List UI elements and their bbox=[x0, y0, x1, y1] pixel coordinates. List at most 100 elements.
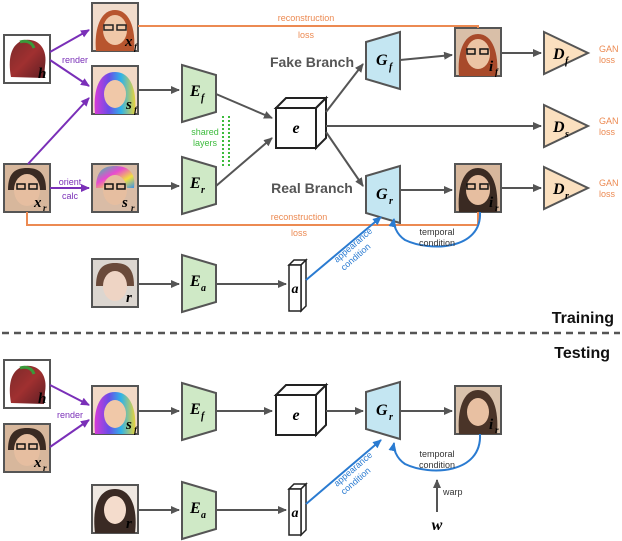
test-appearance-vector-a: a bbox=[287, 482, 308, 537]
svg-text:s: s bbox=[121, 195, 128, 211]
test-image-hair-render: h bbox=[3, 359, 51, 409]
svg-text:e: e bbox=[292, 407, 299, 424]
svg-text:loss: loss bbox=[599, 127, 616, 137]
svg-text:r: r bbox=[43, 463, 47, 473]
svg-text:D: D bbox=[552, 46, 565, 63]
svg-text:G: G bbox=[376, 402, 388, 419]
loss-label-bottom: loss bbox=[291, 228, 308, 238]
svg-text:i: i bbox=[489, 59, 494, 75]
encoder-appearance: E a bbox=[181, 253, 217, 314]
svg-text:s: s bbox=[564, 129, 569, 140]
svg-text:D: D bbox=[552, 119, 565, 136]
svg-text:a: a bbox=[201, 283, 206, 294]
discriminator-shared: D s bbox=[543, 103, 591, 149]
svg-text:f: f bbox=[201, 93, 206, 104]
test-appearance-condition-arrow bbox=[305, 439, 382, 505]
test-encoder-appearance: E a bbox=[181, 480, 217, 541]
svg-text:f: f bbox=[565, 56, 570, 67]
test-generator-real: G r bbox=[365, 380, 401, 441]
svg-text:s: s bbox=[125, 417, 132, 433]
test-temporal-condition-arrow bbox=[388, 433, 482, 472]
svg-text:r: r bbox=[389, 196, 393, 207]
latent-cube-e: e bbox=[273, 95, 329, 151]
encoder-fake: E f bbox=[181, 63, 217, 124]
svg-text:loss: loss bbox=[599, 189, 616, 199]
svg-text:a: a bbox=[201, 510, 206, 521]
svg-text:E: E bbox=[189, 83, 201, 100]
svg-text:s: s bbox=[125, 97, 132, 113]
svg-text:r: r bbox=[565, 191, 569, 202]
svg-text:f: f bbox=[134, 425, 138, 435]
appearance-condition-arrow bbox=[305, 216, 382, 281]
test-image-output: i r bbox=[454, 385, 502, 435]
svg-text:f: f bbox=[389, 62, 394, 73]
image-real-face: x r bbox=[3, 163, 51, 213]
shared-layers-link: shared layers bbox=[191, 116, 230, 166]
recon-label-bottom: reconstruction bbox=[271, 212, 328, 222]
flow-arrows-training bbox=[138, 49, 542, 288]
svg-text:r: r bbox=[495, 425, 499, 435]
svg-text:f: f bbox=[495, 67, 499, 77]
render-label: render bbox=[62, 55, 88, 65]
render-arrows bbox=[27, 29, 90, 192]
test-latent-cube-e: e bbox=[273, 382, 329, 438]
test-image-fake-segmentation: s f bbox=[91, 385, 139, 435]
generator-real: G r bbox=[365, 164, 401, 225]
temporal-label: temporal bbox=[419, 227, 454, 237]
svg-text:shared: shared bbox=[191, 127, 219, 137]
svg-text:loss: loss bbox=[599, 55, 616, 65]
svg-text:r: r bbox=[389, 412, 393, 423]
image-fake-output: i f bbox=[454, 27, 502, 77]
test-image-real-face: x r bbox=[3, 423, 51, 473]
svg-text:r: r bbox=[495, 203, 499, 213]
svg-text:f: f bbox=[201, 411, 206, 422]
warp-symbol-w: w bbox=[432, 517, 443, 534]
fake-branch-label: Fake Branch bbox=[270, 54, 354, 70]
svg-text:D: D bbox=[552, 181, 565, 198]
svg-text:E: E bbox=[189, 175, 201, 192]
test-temporal-label: temporal bbox=[419, 449, 454, 459]
svg-text:r: r bbox=[43, 203, 47, 213]
svg-text:r: r bbox=[126, 290, 132, 306]
image-real-output: i r bbox=[454, 163, 502, 213]
reconstruction-loss-top bbox=[138, 25, 479, 28]
recon-label-top: reconstruction bbox=[278, 13, 335, 23]
calc-label: calc bbox=[62, 191, 79, 201]
discriminator-fake: D f bbox=[543, 30, 591, 76]
svg-text:f: f bbox=[134, 105, 138, 115]
image-fake-face: x f bbox=[91, 2, 139, 52]
generator-fake: G f bbox=[365, 30, 401, 91]
svg-text:GAN: GAN bbox=[599, 178, 619, 188]
svg-text:f: f bbox=[134, 42, 138, 52]
svg-text:a: a bbox=[292, 282, 299, 297]
svg-text:G: G bbox=[376, 52, 388, 69]
temporal-condition-arrow bbox=[388, 211, 482, 248]
gan-loss-labels: GAN loss GAN loss GAN loss bbox=[599, 44, 619, 199]
svg-text:x: x bbox=[33, 455, 42, 471]
image-reference: r bbox=[91, 258, 139, 308]
svg-text:r: r bbox=[131, 203, 135, 213]
svg-text:r: r bbox=[201, 185, 205, 196]
image-real-orientation: s r bbox=[91, 163, 139, 213]
appearance-vector-a: a bbox=[287, 258, 308, 313]
svg-text:h: h bbox=[38, 391, 46, 407]
flow-arrows-testing bbox=[138, 407, 453, 514]
svg-text:E: E bbox=[189, 401, 201, 418]
svg-text:i: i bbox=[489, 417, 494, 433]
warp-label: warp bbox=[442, 487, 463, 497]
encoder-real: E r bbox=[181, 155, 217, 216]
test-render-label: render bbox=[57, 410, 83, 420]
reconstruction-loss-bottom bbox=[26, 212, 479, 226]
svg-text:GAN: GAN bbox=[599, 116, 619, 126]
svg-text:x: x bbox=[124, 34, 133, 50]
image-fake-segmentation: s f bbox=[91, 65, 139, 115]
discriminator-real: D r bbox=[543, 165, 591, 211]
temporal-condition-label: condition bbox=[419, 238, 455, 248]
svg-text:E: E bbox=[189, 273, 201, 290]
svg-text:a: a bbox=[292, 506, 299, 521]
test-render-arrows bbox=[49, 384, 90, 448]
training-title: Training bbox=[552, 310, 614, 327]
test-image-reference: r bbox=[91, 484, 139, 534]
svg-text:GAN: GAN bbox=[599, 44, 619, 54]
